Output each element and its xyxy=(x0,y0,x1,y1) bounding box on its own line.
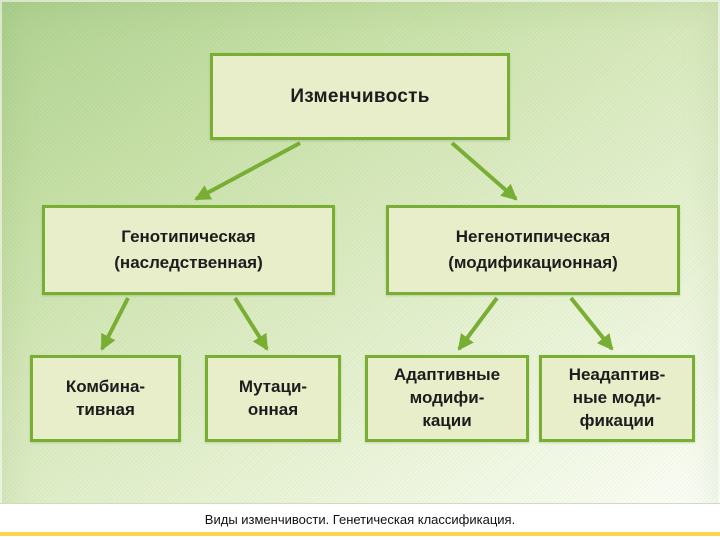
node-variability: Изменчивость xyxy=(210,53,510,140)
node-adaptive-line-2: модифи- xyxy=(409,388,485,408)
node-genotypic-line-1: Генотипическая xyxy=(121,226,256,246)
node-mutational-line-1: Мутаци- xyxy=(238,376,308,396)
node-mutational-line-2: онная xyxy=(247,399,299,419)
node-variability-label: Изменчивость xyxy=(290,85,430,107)
node-nonadaptive-line-1: Неадаптив- xyxy=(568,365,666,385)
node-nongenotypic-line-1: Негенотипическая xyxy=(455,226,611,246)
node-adaptive-line-3: кации xyxy=(422,410,472,430)
node-nongenotypic-line-2: (модификационная) xyxy=(448,253,618,272)
arrow-root-to-nongenotypic xyxy=(450,141,518,201)
node-adaptive-modifications: Адаптивные модифи- кации xyxy=(365,355,529,442)
arrow-nongenotypic-to-adaptive xyxy=(457,296,499,351)
accent-line xyxy=(0,532,720,536)
node-adaptive-line-1: Адаптивные xyxy=(393,365,501,385)
footer: Виды изменчивости. Генетическая классифи… xyxy=(0,503,720,540)
node-combinative: Комбина- тивная xyxy=(30,355,181,442)
caption: Виды изменчивости. Генетическая классифи… xyxy=(204,511,516,527)
node-nonadaptive-line-3: фикации xyxy=(579,410,655,430)
arrow-genotypic-to-combinative xyxy=(100,297,130,351)
node-genotypic: Генотипическая (наследственная) xyxy=(42,205,335,295)
arrow-nongenotypic-to-nonadaptive xyxy=(569,296,614,351)
node-nonadaptive-modifications: Неадаптив- ные моди- фикации xyxy=(539,355,695,442)
node-nonadaptive-line-2: ные моди- xyxy=(572,388,662,408)
node-nongenotypic: Негенотипическая (модификационная) xyxy=(386,205,680,295)
node-combinative-line-1: Комбина- xyxy=(65,376,146,396)
arrow-root-to-genotypic xyxy=(194,141,301,201)
arrow-genotypic-to-mutational xyxy=(233,296,269,351)
node-combinative-line-2: тивная xyxy=(76,399,135,419)
node-mutational: Мутаци- онная xyxy=(205,355,341,442)
node-genotypic-line-2: (наследственная) xyxy=(114,253,263,272)
